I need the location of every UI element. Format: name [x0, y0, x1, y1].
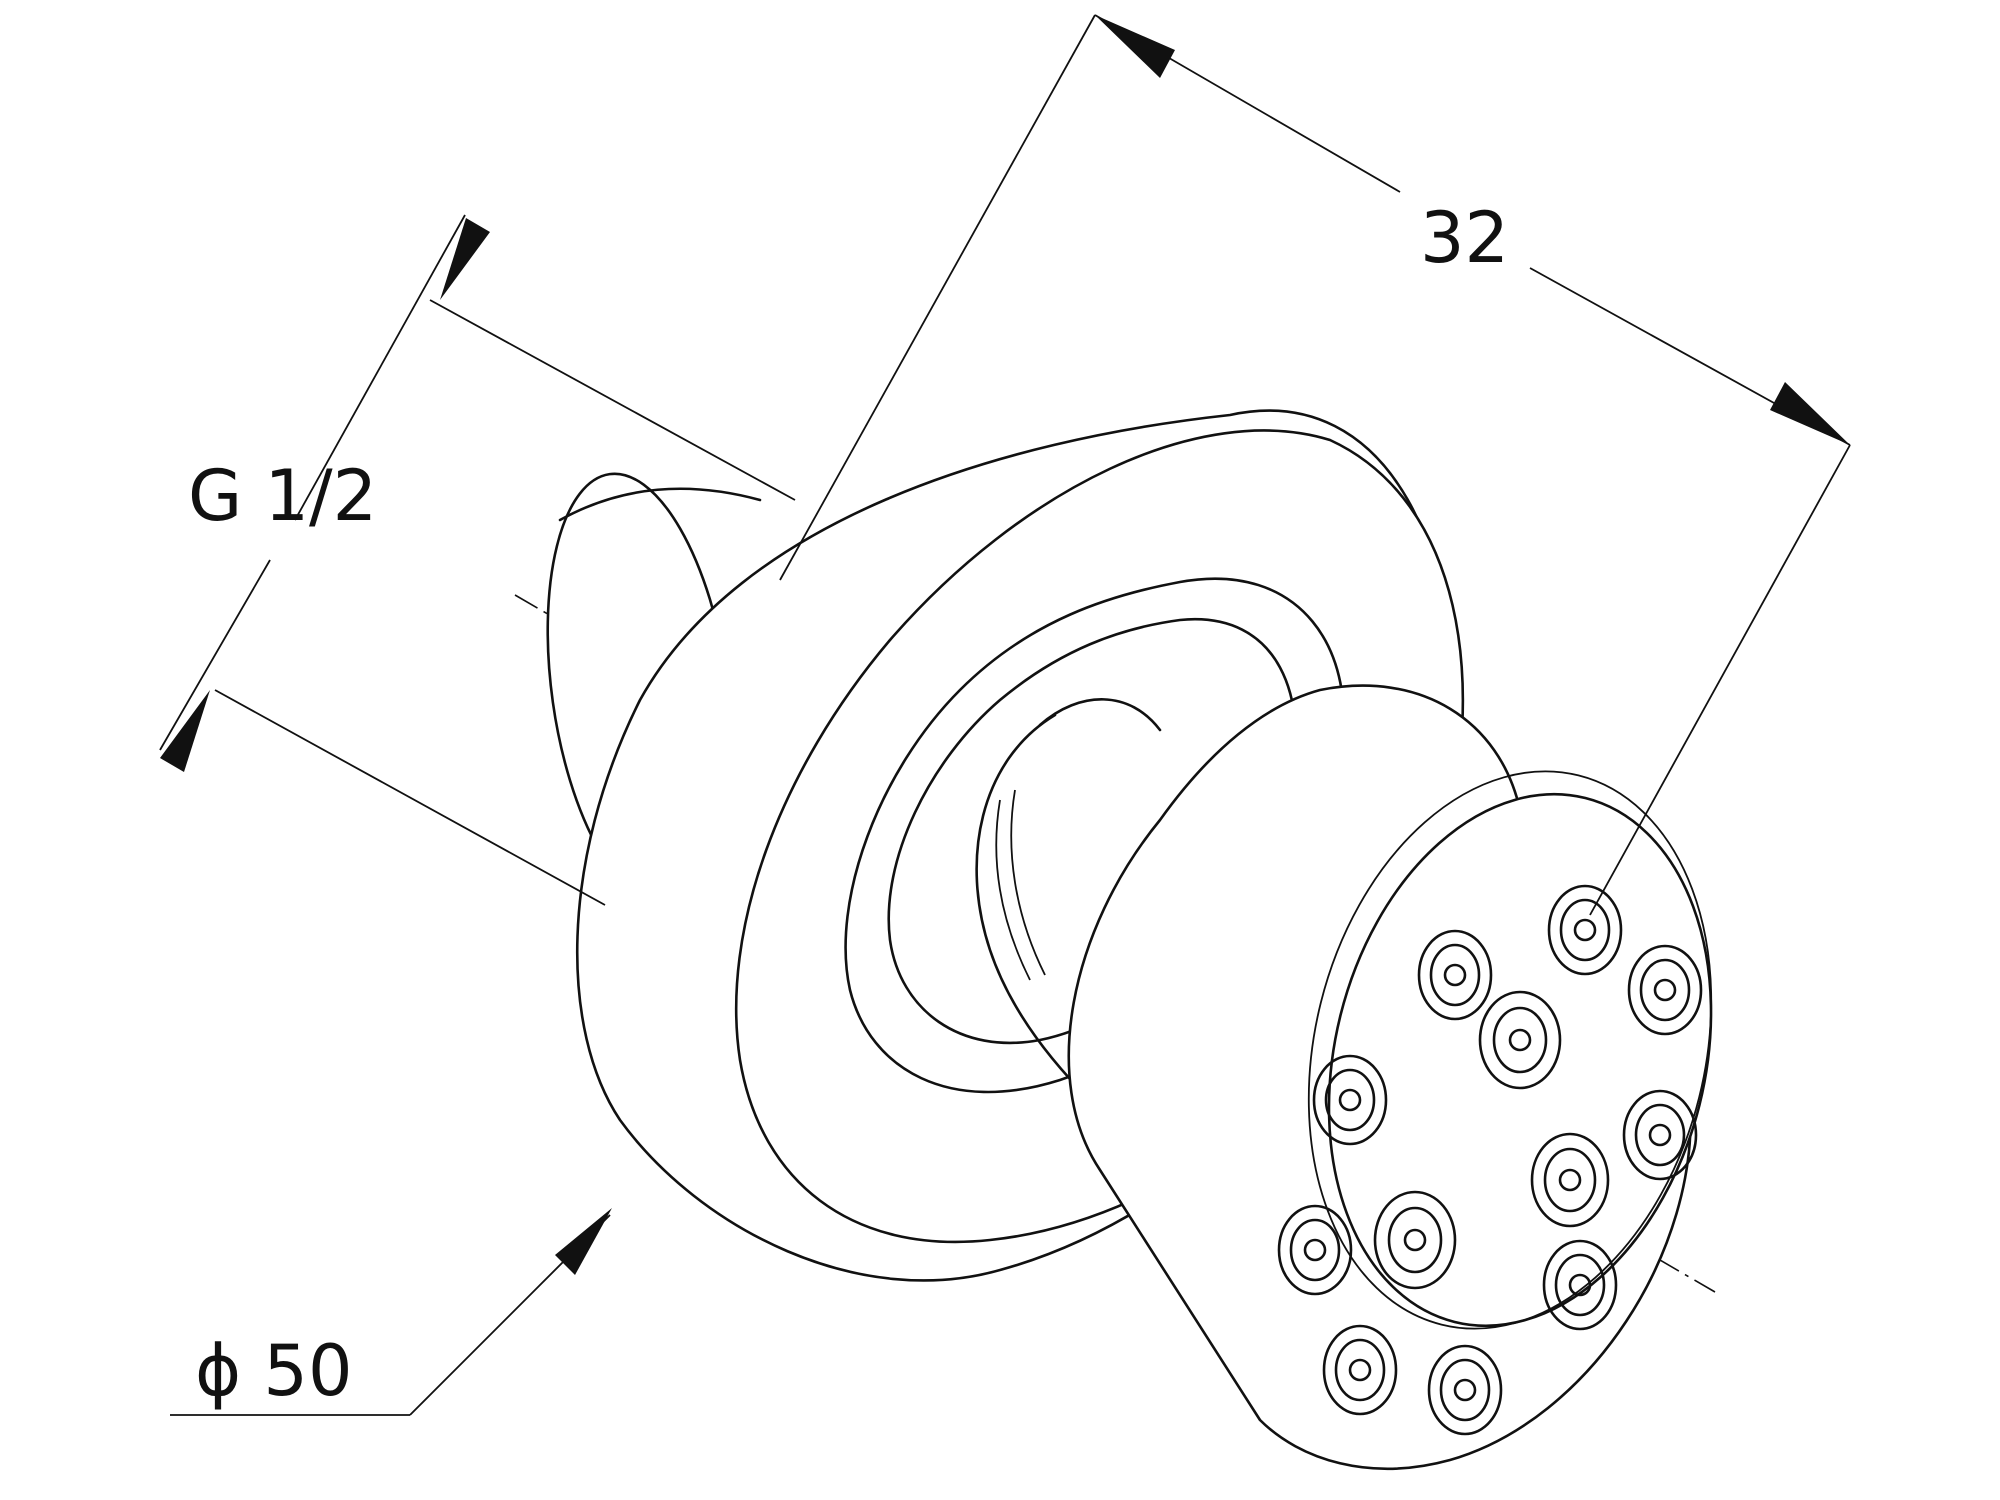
nozzle — [1373, 1190, 1457, 1290]
nozzle — [1427, 1344, 1503, 1436]
nozzle — [1322, 1324, 1398, 1416]
nozzle — [1277, 1204, 1353, 1296]
dimension-thread-label: G 1/2 — [188, 455, 377, 537]
nozzle — [1627, 944, 1703, 1036]
dimension-length: 32 — [779, 14, 1851, 916]
nozzle — [1417, 929, 1493, 1021]
swivel-joint — [975, 698, 1162, 1102]
nozzle — [1622, 1089, 1698, 1181]
nozzle — [1530, 1132, 1610, 1228]
nozzle — [1478, 990, 1562, 1090]
dimension-diameter-label: ϕ 50 — [195, 1330, 353, 1412]
nozzle-group — [1277, 884, 1703, 1436]
dimension-thread: G 1/2 — [159, 214, 796, 906]
nozzle — [1542, 1239, 1618, 1331]
dimension-length-label: 32 — [1420, 197, 1509, 279]
dimension-diameter: ϕ 50 — [170, 1208, 612, 1416]
jet-head — [1067, 684, 1713, 1471]
nozzle — [1312, 1054, 1388, 1146]
nozzle — [1547, 884, 1623, 976]
